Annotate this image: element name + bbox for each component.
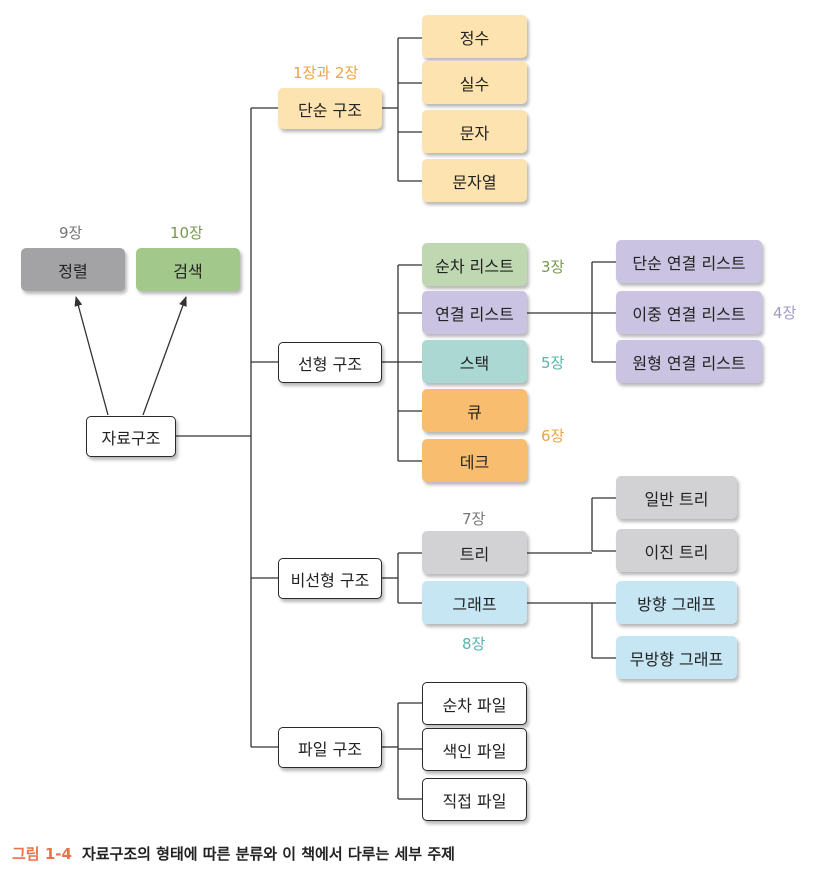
chapter-label-stack: 5장 bbox=[541, 354, 565, 372]
node-sort: 정렬 bbox=[21, 248, 125, 291]
chapter-label-queue-deque: 6장 bbox=[541, 427, 565, 445]
chapter-label-graph: 8장 bbox=[462, 635, 486, 653]
node-linked-list: 연결 리스트 bbox=[422, 291, 527, 334]
figure-number: 그림 1-4 bbox=[12, 845, 72, 863]
node-stack: 스택 bbox=[422, 340, 527, 383]
node-simple-structure: 단순 구조 bbox=[278, 88, 382, 129]
node-circular-linked-list: 원형 연결 리스트 bbox=[616, 340, 762, 383]
node-linear-structure: 선형 구조 bbox=[278, 342, 382, 383]
node-index-file: 색인 파일 bbox=[422, 728, 527, 771]
node-integer: 정수 bbox=[422, 15, 527, 58]
node-char: 문자 bbox=[422, 110, 527, 153]
node-search: 검색 bbox=[136, 248, 240, 291]
node-directed-graph: 방향 그래프 bbox=[616, 581, 737, 624]
node-data-structure: 자료구조 bbox=[86, 416, 176, 457]
node-binary-tree: 이진 트리 bbox=[616, 529, 737, 572]
node-sequential-file: 순차 파일 bbox=[422, 682, 527, 725]
chapter-label-tree: 7장 bbox=[462, 510, 486, 528]
node-undirected-graph: 무방향 그래프 bbox=[616, 636, 737, 679]
node-general-tree: 일반 트리 bbox=[616, 476, 737, 519]
figure-caption: 그림 1-4 자료구조의 형태에 따른 분류와 이 책에서 다루는 세부 주제 bbox=[12, 843, 455, 864]
node-deque: 데크 bbox=[422, 439, 527, 482]
node-file-structure: 파일 구조 bbox=[278, 727, 382, 768]
node-graph: 그래프 bbox=[422, 581, 527, 624]
node-doubly-linked-list: 이중 연결 리스트 bbox=[616, 291, 762, 334]
chapter-label-search: 10장 bbox=[170, 224, 203, 242]
chapter-label-sequential-list: 3장 bbox=[541, 258, 565, 276]
chapter-label-linked-list: 4장 bbox=[773, 304, 797, 322]
chapter-label-sort: 9장 bbox=[59, 224, 83, 242]
figure-caption-text: 자료구조의 형태에 따른 분류와 이 책에서 다루는 세부 주제 bbox=[81, 845, 455, 863]
node-nonlinear-structure: 비선형 구조 bbox=[278, 558, 382, 599]
node-string: 문자열 bbox=[422, 159, 527, 202]
node-queue: 큐 bbox=[422, 389, 527, 432]
chapter-label-simple: 1장과 2장 bbox=[293, 64, 359, 82]
node-singly-linked-list: 단순 연결 리스트 bbox=[616, 240, 762, 283]
node-real: 실수 bbox=[422, 61, 527, 104]
node-tree: 트리 bbox=[422, 531, 527, 574]
node-sequential-list: 순차 리스트 bbox=[422, 243, 527, 286]
node-direct-file: 직접 파일 bbox=[422, 778, 527, 821]
